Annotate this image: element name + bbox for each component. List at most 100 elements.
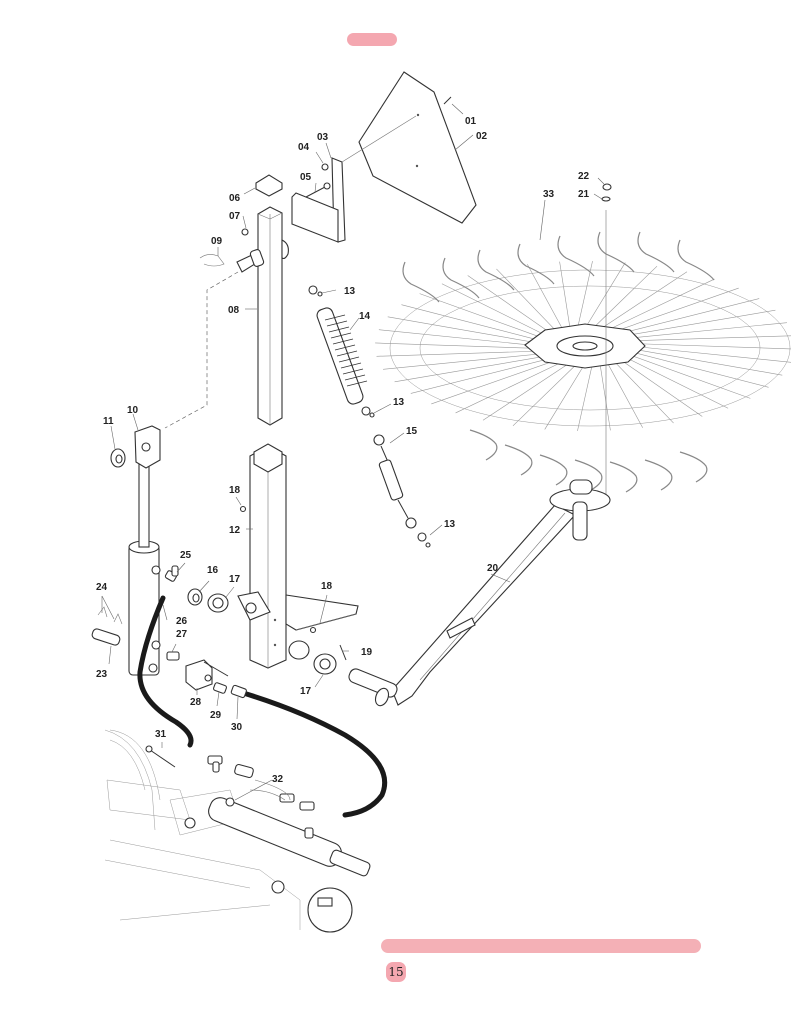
pin-09	[199, 249, 265, 273]
callout-08: 08	[228, 305, 240, 316]
mounting-bracket	[291, 115, 417, 243]
callout-29: 29	[210, 710, 222, 721]
callout-33: 33	[543, 189, 555, 200]
rake-spoke	[605, 352, 674, 424]
rake-spoke	[394, 352, 564, 383]
callout-28: 28	[190, 697, 202, 708]
callout-11: 11	[103, 416, 114, 427]
rake-spoke	[431, 354, 572, 405]
callout-13b: 13	[393, 397, 405, 408]
rake-spoke	[575, 260, 593, 337]
rake-tine	[597, 231, 635, 273]
hose-end-30	[230, 684, 247, 699]
hydraulic-hose-30	[237, 689, 388, 818]
callout-17a: 17	[229, 574, 241, 585]
leader-lines	[101, 103, 605, 801]
callout-06: 06	[229, 193, 241, 204]
callout-18b: 18	[321, 581, 333, 592]
callout-19: 19	[361, 647, 373, 658]
hydraulic-hose-26	[137, 595, 194, 748]
callout-22: 22	[578, 171, 590, 182]
rake-spoke	[387, 316, 556, 347]
rake-tine	[504, 444, 533, 476]
rake-spoke	[527, 264, 568, 339]
callout-31: 31	[155, 729, 167, 740]
rake-spoke	[375, 342, 557, 350]
rake-tine	[517, 243, 555, 285]
rake-spoke	[467, 275, 561, 341]
callout-27: 27	[176, 629, 188, 640]
callout-17b: 17	[300, 686, 312, 697]
callout-10: 10	[127, 405, 139, 416]
nut-18	[239, 505, 247, 513]
nut-22	[602, 183, 612, 191]
nut-04	[321, 163, 329, 171]
upper-post-tube	[257, 206, 289, 426]
rake-spoke	[441, 283, 559, 342]
support-plate-18	[285, 594, 359, 631]
shackle-13a	[308, 285, 323, 297]
end-cap-06	[255, 174, 283, 197]
shield-plate	[358, 71, 477, 224]
callout-26: 26	[176, 616, 188, 627]
callout-16: 16	[207, 565, 219, 576]
rake-tine	[637, 231, 675, 273]
rake-spoke	[401, 304, 556, 345]
callout-01: 01	[465, 116, 477, 127]
rake-spoke	[602, 353, 643, 428]
shackle-13b	[361, 406, 375, 418]
callout-03: 03	[317, 132, 329, 143]
bolt-01	[443, 96, 452, 105]
rake-spoke	[455, 355, 576, 414]
rake-spoke	[611, 335, 791, 342]
rake-spoke	[614, 345, 783, 376]
callout-13a: 13	[344, 286, 356, 297]
rake-spoke	[512, 355, 586, 427]
nut-07	[241, 228, 249, 236]
rake-spoke	[577, 355, 595, 432]
bolt-05	[305, 182, 331, 198]
callout-09: 09	[211, 236, 223, 247]
callout-14: 14	[359, 311, 371, 322]
callout-15: 15	[406, 426, 418, 437]
header-tab-marker	[347, 33, 397, 46]
rake-tine	[402, 261, 440, 303]
rake-wheel	[375, 210, 791, 495]
ball-valve-28	[185, 659, 229, 691]
rake-spoke	[419, 293, 557, 344]
washer-21	[601, 196, 611, 202]
callout-20: 20	[487, 563, 499, 574]
callout-25: 25	[180, 550, 192, 561]
washer-16	[187, 588, 203, 606]
rake-spoke	[559, 261, 572, 338]
hydraulic-cylinder	[128, 425, 161, 676]
callout-04: 04	[298, 142, 310, 153]
rake-spoke	[482, 355, 581, 421]
callout-32: 32	[272, 774, 284, 785]
cotter-pin-19	[339, 644, 347, 661]
rake-tine	[557, 235, 595, 277]
turnbuckle-15	[373, 434, 417, 529]
spring-14	[316, 307, 368, 405]
rake-spoke	[613, 348, 751, 399]
footer-bar	[381, 939, 701, 953]
callout-12: 12	[229, 525, 241, 536]
elbow-fitting-25	[164, 565, 179, 582]
bolt-31	[145, 745, 176, 768]
shackle-13c	[417, 532, 431, 548]
callout-labels: 01 02 03 04 05 06 07 09 08 13 14 13 15 1…	[96, 116, 590, 785]
rake-tine	[469, 429, 498, 461]
wheel-arm-20	[348, 479, 611, 707]
clips-24	[97, 606, 123, 625]
rake-spoke	[609, 322, 787, 341]
tee-fitting	[207, 755, 315, 839]
bushing-17b	[313, 653, 337, 675]
rake-tine	[574, 459, 603, 491]
washer-11	[110, 448, 126, 468]
rake-tine	[442, 257, 480, 299]
rake-spoke	[496, 268, 565, 340]
tractor-hitch-frame	[104, 729, 371, 933]
rake-spoke	[584, 265, 658, 337]
rake-spoke	[383, 351, 561, 370]
